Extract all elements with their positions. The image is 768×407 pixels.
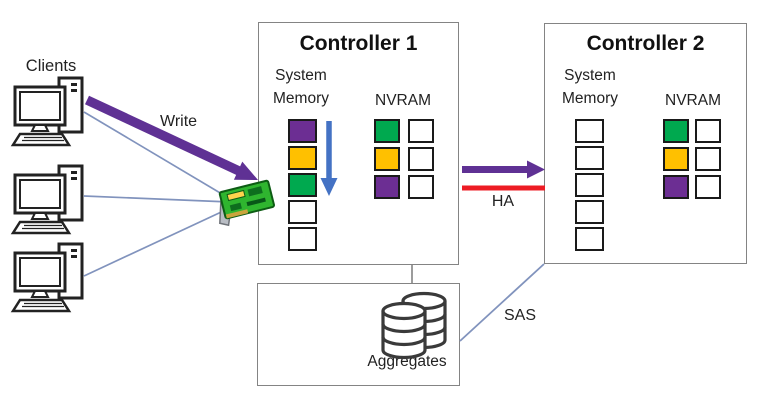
memory-block [695,175,721,199]
ha-label: HA [491,193,515,210]
controller1-nvram-column-2 [408,119,434,199]
memory-block [288,119,317,143]
controller2-nvram-label: NVRAM [665,92,721,109]
write-arrow [84,95,258,180]
sas-label: SAS [504,307,537,324]
memory-block [575,227,604,251]
memory-block [575,200,604,224]
nic-chip [226,189,246,202]
write-arrow-head [233,161,258,180]
sas-link-line [459,263,545,342]
desktop-computer-icon [11,76,84,147]
memory-block [374,119,400,143]
clients-label: Clients [25,57,77,75]
memory-block [575,146,604,170]
controller2-system-memory-column [575,119,604,251]
memory-block [374,175,400,199]
controller1-box [258,22,459,265]
client2-link-line [83,195,231,203]
memory-block [695,119,721,143]
write-arrow-shaft [84,95,242,176]
controller1-system-memory-column [288,119,317,251]
controller1-nvram-column-1 [374,119,400,199]
memory-block [663,119,689,143]
controller2-nvram-column-1 [663,119,689,199]
write-label: Write [160,113,198,130]
memory-block [374,147,400,171]
memory-block [288,200,317,224]
nic-edge-pins [225,209,249,219]
controller1-title: Controller 1 [299,32,418,55]
controller1-system-memory-label: System Memory [273,67,329,108]
desktop-computer-icon [11,164,84,235]
controller2-title: Controller 2 [586,32,705,55]
controller2-nvram-column-2 [695,119,721,199]
client1-link-line [83,111,233,201]
desktop-computer-icon [11,242,84,313]
memory-block [408,119,434,143]
nic-bracket [219,200,231,227]
controller1-nvram-label: NVRAM [375,92,431,109]
nic-port [229,202,242,212]
memory-block [575,173,604,197]
memory-block [663,147,689,171]
aggregates-label: Aggregates [367,353,447,370]
ha-arrow-head [527,160,545,179]
ha-arrow [462,160,545,179]
memory-block [408,175,434,199]
memory-block [408,147,434,171]
client-link-lines [83,111,233,277]
memory-block [575,119,604,143]
memory-block [695,147,721,171]
memory-block [663,175,689,199]
memory-block [288,227,317,251]
memory-block [288,146,317,170]
controller2-system-memory-label: System Memory [562,67,618,108]
client3-link-line [83,206,233,277]
memory-block [288,173,317,197]
